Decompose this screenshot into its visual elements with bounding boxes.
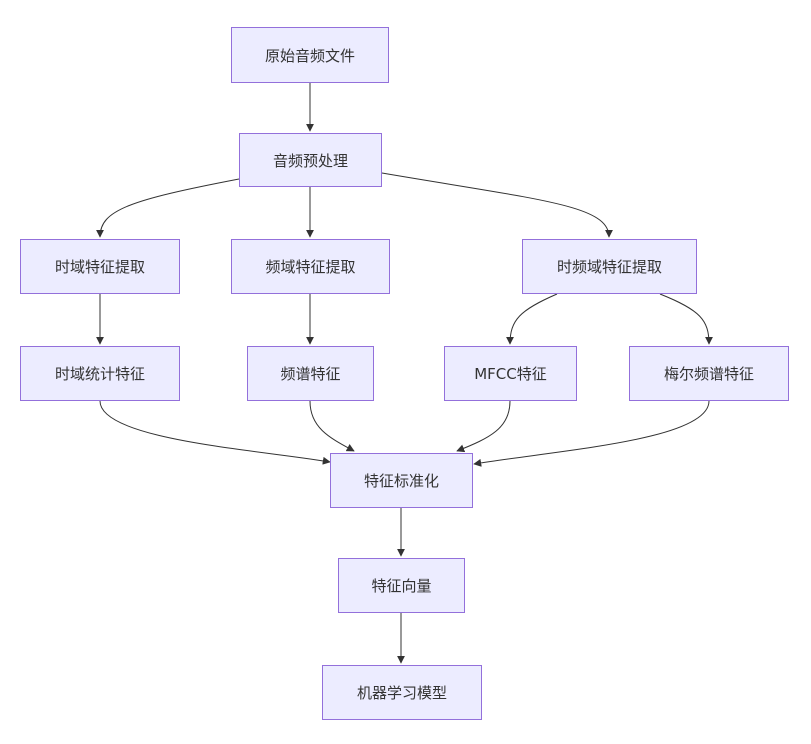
- node-freq-extract: 频域特征提取: [231, 239, 390, 294]
- edge-spectral-to-normalize: [309, 400, 355, 452]
- edge-time-stats-to-normalize: [99, 400, 331, 465]
- node-spectral: 频谱特征: [247, 346, 374, 401]
- edge-mel-to-normalize: [473, 400, 710, 467]
- node-preprocess: 音频预处理: [239, 133, 382, 187]
- node-tf-extract: 时频域特征提取: [522, 239, 697, 294]
- node-time-stats: 时域统计特征: [20, 346, 180, 401]
- edge-preprocess-to-time-extract: [96, 178, 240, 238]
- edge-mfcc-to-normalize: [456, 400, 511, 453]
- node-time-extract: 时域特征提取: [20, 239, 180, 294]
- node-mel: 梅尔频谱特征: [629, 346, 789, 401]
- node-raw-audio: 原始音频文件: [231, 27, 389, 83]
- edge-tf-extract-to-mfcc: [506, 293, 558, 345]
- node-vector: 特征向量: [338, 558, 465, 613]
- node-mfcc: MFCC特征: [444, 346, 577, 401]
- edge-preprocess-to-tf-extract: [381, 172, 613, 238]
- node-ml-model: 机器学习模型: [322, 665, 482, 720]
- edge-tf-extract-to-mel: [659, 293, 713, 345]
- node-normalize: 特征标准化: [330, 453, 473, 508]
